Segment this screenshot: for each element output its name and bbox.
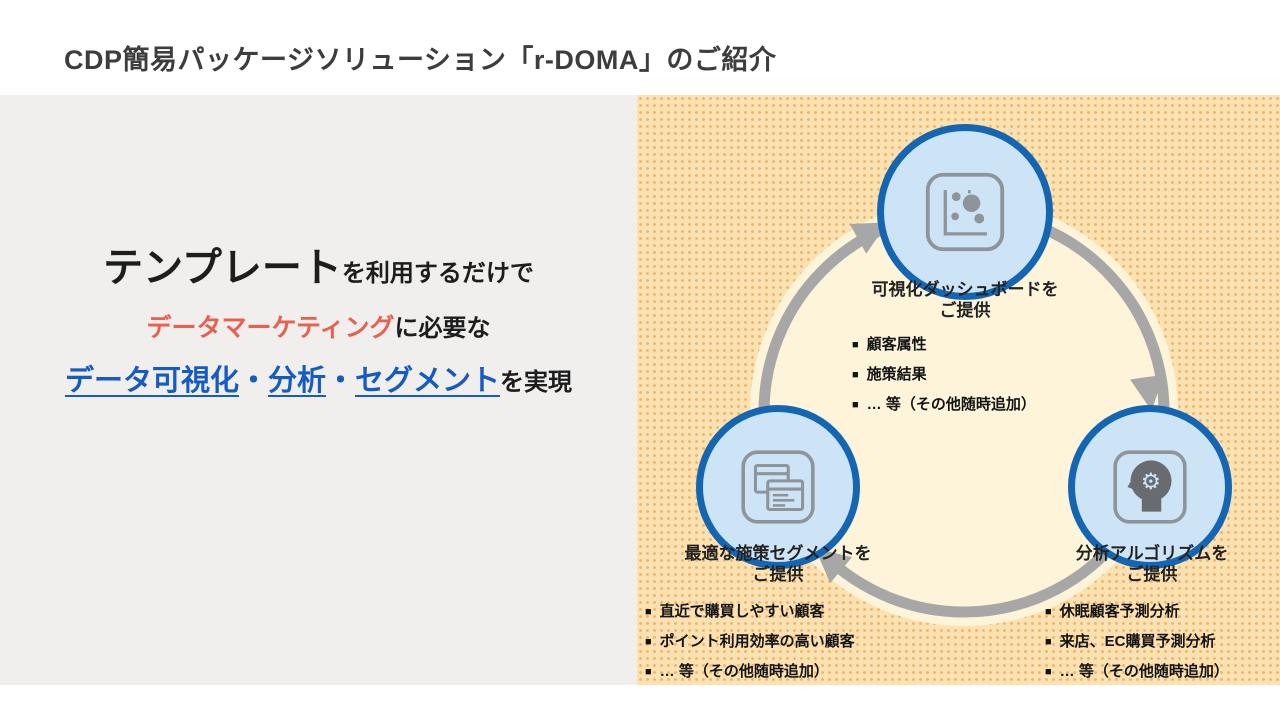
diagram-panel: 可視化ダッシュボードを ご提供 最適な施策セグメントを ご提供 <box>637 95 1280 685</box>
message-line-2: データマーケティングに必要な <box>0 313 637 347</box>
bullet-square-icon: ■ <box>1045 606 1052 618</box>
head-gear-icon: ⚙ <box>1113 450 1187 524</box>
node-segment-label: 最適な施策セグメントを ご提供 <box>648 543 908 585</box>
link-segment-text: セグメント <box>355 365 501 397</box>
message-block: テンプレートを利用するだけで データマーケティングに必要な データ可視化・分析・… <box>0 245 637 405</box>
list-item-text: … 等（その他随時追加） <box>1059 663 1229 680</box>
list-item-text: 直近で購買しやすい顧客 <box>659 603 825 620</box>
list-item-text: … 等（その他随時追加） <box>659 663 829 680</box>
message-line-3: データ可視化・分析・セグメントを実現 <box>0 362 637 405</box>
list-item-text: … 等（その他随時追加） <box>866 396 1036 413</box>
cycle-background-circle <box>750 198 1178 626</box>
node-segment-label-line2: ご提供 <box>752 565 804 584</box>
node-dashboard-label: 可視化ダッシュボードを ご提供 <box>805 279 1125 321</box>
node-dashboard-label-line2: ご提供 <box>939 301 991 320</box>
link-visualization-text: データ可視化 <box>64 365 239 397</box>
line1-rest-text: を利用するだけで <box>341 260 534 287</box>
segment-items-list: ■ 直近で購買しやすい顧客 ■ ポイント利用効率の高い顧客 ■ … 等（その他随時追加… <box>645 600 855 690</box>
list-item-text: 顧客属性 <box>866 336 927 353</box>
message-panel: テンプレートを利用するだけで データマーケティングに必要な データ可視化・分析・… <box>0 95 637 685</box>
list-item: ■ … 等（その他随時追加） <box>1045 660 1229 681</box>
node-analysis-label-line2: ご提供 <box>1126 565 1178 584</box>
list-item-text: ポイント利用効率の高い顧客 <box>659 633 855 650</box>
dashboard-items-list: ■ 顧客属性 ■ 施策結果 ■ … 等（その他随時追加） <box>852 333 1036 423</box>
node-analysis-label: 分析アルゴリズムを ご提供 <box>1022 543 1280 585</box>
accent-marketing-text: データマーケティング <box>146 314 395 342</box>
bullet-square-icon: ■ <box>645 636 652 648</box>
emphasis-template-text: テンプレート <box>103 246 342 290</box>
bullet-square-icon: ■ <box>1045 666 1052 678</box>
analysis-items-list: ■ 休眠顧客予測分析 ■ 来店、EC購買予測分析 ■ … 等（その他随時追加） <box>1045 600 1229 690</box>
bullet-square-icon: ■ <box>645 606 652 618</box>
list-item: ■ 来店、EC購買予測分析 <box>1045 630 1229 651</box>
bullet-square-icon: ■ <box>1045 636 1052 648</box>
page-title: CDP簡易パッケージソリューション「r-DOMA」のご紹介 <box>64 45 777 75</box>
cycle-arrowhead-icon <box>1130 374 1164 411</box>
bullet-square-icon: ■ <box>645 666 652 678</box>
bubble-chart-icon <box>925 172 1005 252</box>
bullet-square-icon: ■ <box>852 339 859 351</box>
node-dashboard-label-line1: 可視化ダッシュボードを <box>871 280 1059 299</box>
list-item: ■ 顧客属性 <box>852 333 1036 354</box>
cycle-arrowhead-icon <box>815 548 853 584</box>
list-item-text: 施策結果 <box>866 366 927 383</box>
node-segment <box>696 405 860 569</box>
list-item: ■ 施策結果 <box>852 363 1036 384</box>
list-item: ■ 直近で購買しやすい顧客 <box>645 600 855 621</box>
list-item-text: 来店、EC購買予測分析 <box>1059 633 1216 650</box>
list-item: ■ ポイント利用効率の高い顧客 <box>645 630 855 651</box>
separator-dot: ・ <box>238 365 268 397</box>
link-analysis-text: 分析 <box>267 365 326 397</box>
node-analysis: ⚙ <box>1068 405 1232 569</box>
bullet-square-icon: ■ <box>852 399 859 411</box>
node-segment-label-line1: 最適な施策セグメントを <box>684 544 872 563</box>
list-item: ■ … 等（その他随時追加） <box>852 393 1036 414</box>
line3-rest-text: を実現 <box>500 369 573 396</box>
node-analysis-label-line1: 分析アルゴリズムを <box>1075 544 1229 563</box>
separator-dot: ・ <box>326 365 356 397</box>
list-item: ■ 休眠顧客予測分析 <box>1045 600 1229 621</box>
bullet-square-icon: ■ <box>852 369 859 381</box>
browser-windows-icon <box>741 450 815 524</box>
message-line-1: テンプレートを利用するだけで <box>0 245 637 300</box>
line2-rest-text: に必要な <box>394 315 491 342</box>
list-item-text: 休眠顧客予測分析 <box>1059 603 1180 620</box>
node-dashboard <box>877 124 1053 300</box>
svg-text:⚙: ⚙ <box>1141 469 1161 495</box>
list-item: ■ … 等（その他随時追加） <box>645 660 855 681</box>
